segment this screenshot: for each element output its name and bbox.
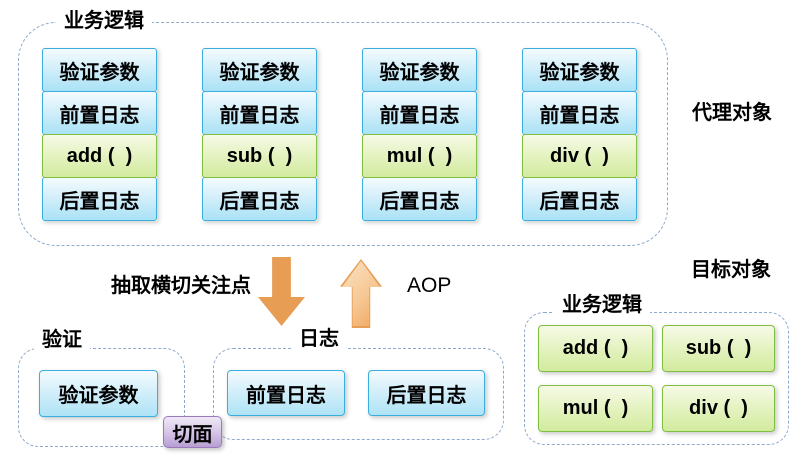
logging-frame <box>213 348 504 440</box>
method-box-mul: mul ( ) <box>538 385 653 432</box>
pre-log-cell: 前置日志 <box>522 91 637 135</box>
target-side-label: 目标对象 <box>691 259 771 281</box>
post-log-box: 后置日志 <box>368 370 485 416</box>
pre-log-cell: 前置日志 <box>42 91 157 135</box>
method-cell: add ( ) <box>42 134 157 178</box>
method-cell: mul ( ) <box>362 134 477 178</box>
pre-log-cell: 前置日志 <box>362 91 477 135</box>
pre-log-box: 前置日志 <box>227 370 345 416</box>
post-log-cell: 后置日志 <box>522 177 637 221</box>
validation-frame-label: 验证 <box>34 329 90 351</box>
validate-params-cell: 验证参数 <box>202 48 317 92</box>
proxy-column: 验证参数 前置日志 sub ( ) 后置日志 <box>202 48 317 221</box>
proxy-side-label: 代理对象 <box>692 102 772 124</box>
pre-log-cell: 前置日志 <box>202 91 317 135</box>
arrow-up-icon <box>340 259 382 328</box>
method-cell: div ( ) <box>522 134 637 178</box>
method-box-sub: sub ( ) <box>662 325 775 372</box>
post-log-cell: 后置日志 <box>362 177 477 221</box>
arrow-down-icon <box>258 257 305 326</box>
validate-params-cell: 验证参数 <box>362 48 477 92</box>
aspect-badge: 切面 <box>163 416 222 448</box>
post-log-cell: 后置日志 <box>42 177 157 221</box>
validation-frame <box>18 348 185 447</box>
method-box-div: div ( ) <box>662 385 775 432</box>
aop-label: AOP <box>407 274 452 297</box>
method-cell: sub ( ) <box>202 134 317 178</box>
target-frame-label: 业务逻辑 <box>554 294 650 316</box>
validate-params-cell: 验证参数 <box>42 48 157 92</box>
logging-frame-label: 日志 <box>291 328 347 350</box>
proxy-frame-label: 业务逻辑 <box>56 10 152 32</box>
proxy-column: 验证参数 前置日志 div ( ) 后置日志 <box>522 48 637 221</box>
proxy-frame <box>18 22 668 246</box>
proxy-column: 验证参数 前置日志 add ( ) 后置日志 <box>42 48 157 221</box>
proxy-column: 验证参数 前置日志 mul ( ) 后置日志 <box>362 48 477 221</box>
post-log-cell: 后置日志 <box>202 177 317 221</box>
extract-concerns-label: 抽取横切关注点 <box>111 275 251 297</box>
method-box-add: add ( ) <box>538 325 653 372</box>
validate-params-box: 验证参数 <box>39 370 158 417</box>
validate-params-cell: 验证参数 <box>522 48 637 92</box>
target-frame <box>524 312 789 445</box>
